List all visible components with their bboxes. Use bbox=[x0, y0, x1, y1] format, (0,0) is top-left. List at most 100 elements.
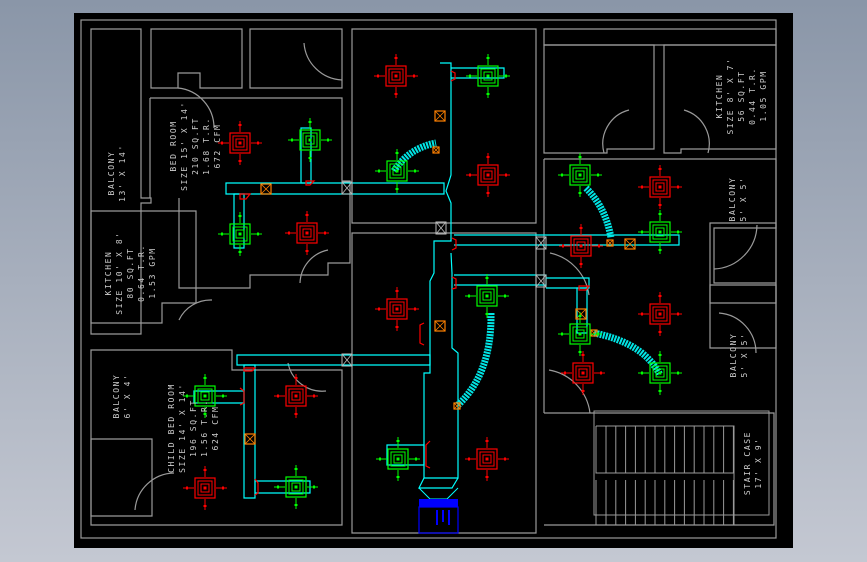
wall-center-north-room bbox=[351, 28, 537, 224]
supply-diffuser bbox=[375, 149, 419, 193]
branch-duct-east-2 bbox=[454, 274, 547, 286]
room-tonnage: 0.44 T.R. bbox=[748, 67, 757, 125]
room-size: 5' X 5' bbox=[739, 177, 748, 222]
return-grille bbox=[638, 292, 682, 336]
door-swing-1 bbox=[177, 87, 215, 129]
room-area: 196 SQ.FT bbox=[189, 399, 198, 457]
volume-dampers bbox=[244, 110, 636, 445]
branch-duct-child-bedroom bbox=[236, 354, 431, 366]
room-labels: BALCONY 13' X 14' BED ROOM SIZE 15' X 14… bbox=[104, 58, 768, 496]
volume-damper bbox=[432, 146, 440, 154]
wall-east-rooms bbox=[543, 158, 777, 413]
room-size: 6' X 4' bbox=[123, 374, 132, 419]
room-tonnage: 1.56 T.R. bbox=[200, 399, 209, 457]
volume-damper bbox=[434, 110, 446, 122]
return-grilles bbox=[183, 54, 682, 510]
air-handling-unit bbox=[418, 487, 459, 534]
room-size: 13' X 14' bbox=[118, 144, 127, 202]
ahu-label-mark bbox=[448, 510, 450, 525]
ahu-body bbox=[418, 506, 459, 534]
supply-diffuser bbox=[465, 274, 509, 318]
room-airflow: 624 CFM bbox=[211, 406, 220, 451]
door-swing-2 bbox=[303, 42, 343, 81]
supply-diffuser bbox=[376, 437, 420, 481]
fire-damper bbox=[435, 221, 447, 235]
room-name: BALCONY bbox=[729, 333, 738, 378]
fire-damper bbox=[535, 274, 547, 288]
room-name: KITCHEN bbox=[715, 74, 724, 119]
room-name: CHILD BED ROOM bbox=[167, 383, 176, 473]
supply-diffuser bbox=[638, 351, 682, 395]
collar bbox=[578, 285, 591, 291]
room-area: 80 SQ.FT bbox=[126, 247, 135, 298]
flex-duct-2 bbox=[455, 312, 495, 408]
door-swing-10 bbox=[549, 252, 590, 296]
supply-diffuser bbox=[183, 374, 227, 418]
wall-kitchen-e bbox=[663, 44, 777, 154]
room-name: BED ROOM bbox=[169, 120, 178, 171]
room-label-kitchen-e: KITCHEN SIZE 8' X 7' 56 SQ.FT 0.44 T.R. … bbox=[715, 58, 768, 135]
room-name: BALCONY bbox=[107, 151, 116, 196]
room-size: SIZE 15' X 14' bbox=[180, 101, 189, 191]
stair-flights bbox=[595, 425, 735, 526]
room-name: BALCONY bbox=[728, 177, 737, 222]
wall-staircase bbox=[544, 412, 775, 526]
wall-drawing-room bbox=[351, 232, 537, 534]
door-swing-8 bbox=[683, 109, 710, 154]
wall-closet-1 bbox=[150, 28, 243, 89]
ahu-header bbox=[419, 499, 458, 507]
collar bbox=[451, 276, 457, 290]
collar bbox=[451, 237, 457, 251]
room-label-staircase: STAIR CASE 17' X 9' bbox=[743, 431, 763, 495]
room-label-balcony-sw: BALCONY 6' X 4' bbox=[112, 374, 132, 419]
supply-diffuser bbox=[288, 118, 332, 162]
ahu-transition bbox=[418, 487, 459, 500]
door-swing-11 bbox=[548, 369, 591, 414]
room-size: 17' X 9' bbox=[754, 437, 763, 488]
drop-duct-bedroom-1 bbox=[300, 127, 312, 184]
supply-diffuser bbox=[558, 153, 602, 197]
door-swing-12 bbox=[718, 312, 757, 354]
room-label-balcony-e1: BALCONY 5' X 5' bbox=[728, 177, 748, 222]
wall-child-bedroom bbox=[90, 349, 343, 526]
return-grille bbox=[375, 287, 419, 331]
branch-duct-east-1 bbox=[454, 234, 680, 246]
return-grille bbox=[466, 153, 510, 197]
supply-diffuser bbox=[558, 312, 602, 356]
collar bbox=[419, 322, 425, 346]
drop-duct-child-bedroom bbox=[243, 364, 256, 499]
room-size: 5' X 5' bbox=[740, 333, 749, 378]
room-name: KITCHEN bbox=[104, 251, 113, 296]
door-swing-9 bbox=[713, 224, 758, 270]
walls bbox=[80, 19, 777, 539]
wall-closet-3 bbox=[90, 438, 153, 517]
wall-closet-6 bbox=[709, 284, 777, 349]
return-grille bbox=[274, 374, 318, 418]
room-airflow: 672 CFM bbox=[213, 124, 222, 169]
trunk-transition bbox=[418, 477, 459, 489]
flex-duct-3 bbox=[583, 185, 615, 239]
drop-duct-bedroom-2 bbox=[233, 193, 245, 249]
volume-damper bbox=[453, 402, 461, 410]
takeoff-collars bbox=[239, 70, 591, 496]
collar bbox=[239, 193, 252, 200]
return-grille bbox=[374, 54, 418, 98]
ahu-label-mark bbox=[442, 510, 444, 522]
collar bbox=[239, 387, 245, 406]
fire-dampers bbox=[341, 181, 547, 367]
cad-drawing-canvas[interactable]: BALCONY 13' X 14' BED ROOM SIZE 15' X 14… bbox=[74, 13, 793, 548]
staircase-treads bbox=[593, 410, 770, 526]
return-grille bbox=[218, 121, 262, 165]
return-grille bbox=[285, 211, 329, 255]
floor-plan: BALCONY 13' X 14' BED ROOM SIZE 15' X 14… bbox=[80, 19, 777, 539]
volume-damper bbox=[260, 183, 272, 195]
collar bbox=[243, 367, 257, 372]
collar bbox=[254, 478, 259, 496]
volume-damper bbox=[606, 239, 614, 247]
fire-damper bbox=[341, 181, 353, 195]
room-label-balcony-e2: BALCONY 5' X 5' bbox=[729, 333, 749, 378]
branch-duct-east-3 bbox=[546, 277, 590, 289]
wall-corridor-north bbox=[543, 28, 777, 46]
supply-diffuser bbox=[466, 54, 510, 98]
door-swing-6 bbox=[287, 362, 327, 392]
